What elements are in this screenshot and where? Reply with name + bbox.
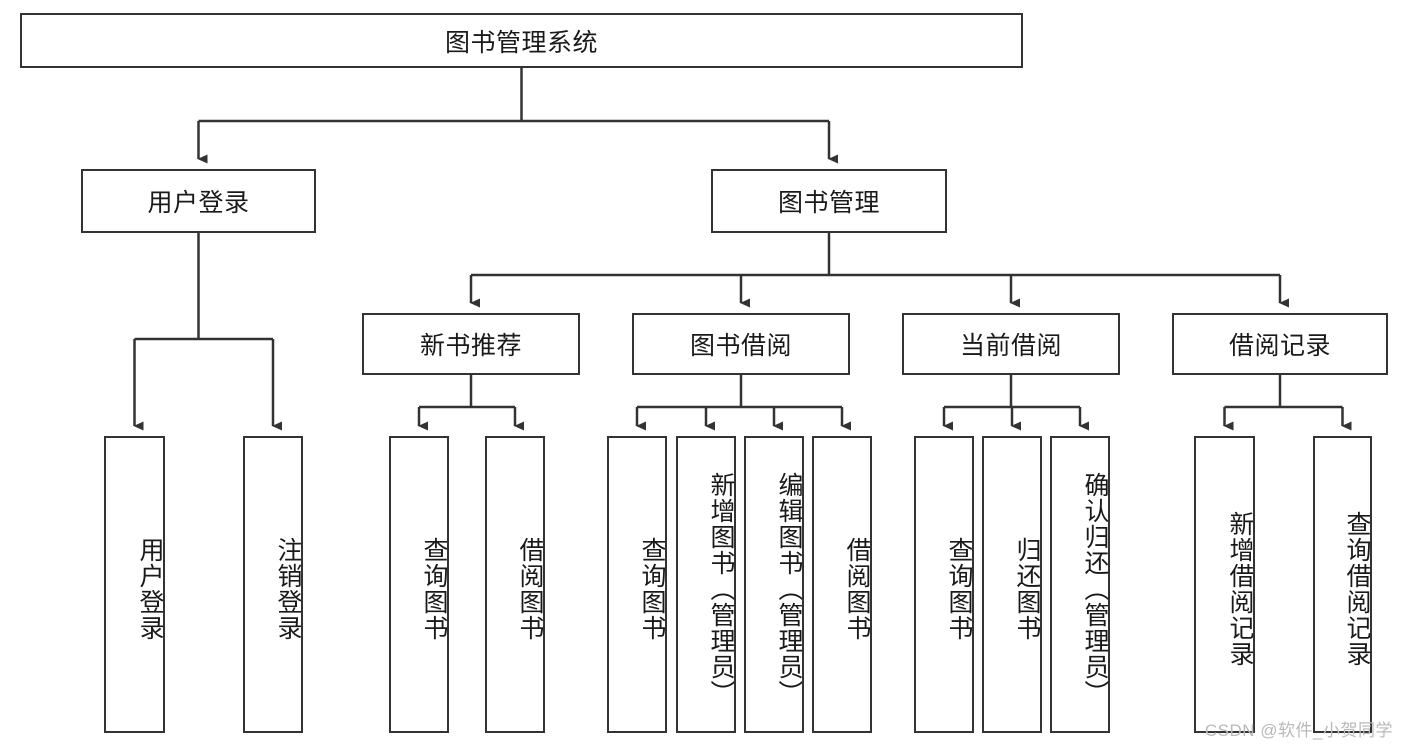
node-label: 新书推荐 <box>419 332 522 360</box>
node-label: 归还图书 <box>1013 536 1041 641</box>
node-leaf-logout-login: 注销登录 <box>243 436 303 733</box>
node-label: 用户登录 <box>147 189 250 217</box>
node-label: 查询借阅记录 <box>1343 510 1371 667</box>
node-borrow-record: 借阅记录 <box>1172 313 1388 375</box>
node-label: 注销登录 <box>274 536 302 641</box>
node-label: 确认归还（管理员） <box>1081 471 1109 706</box>
node-label: 用户登录 <box>136 536 164 641</box>
node-label: 查询图书 <box>945 536 973 641</box>
node-leaf-query-borrow-record: 查询借阅记录 <box>1313 436 1372 733</box>
node-leaf-query-book-cur: 查询图书 <box>914 436 974 733</box>
node-label: 图书管理 <box>777 189 880 217</box>
node-leaf-user-login: 用户登录 <box>104 436 165 733</box>
node-label: 借阅图书 <box>516 536 544 641</box>
node-root: 图书管理系统 <box>20 13 1023 68</box>
node-leaf-query-book-borrow: 查询图书 <box>607 436 667 733</box>
node-leaf-return-book: 归还图书 <box>982 436 1042 733</box>
node-label: 查询图书 <box>638 536 666 641</box>
node-book-borrow: 图书借阅 <box>632 313 850 375</box>
node-current-borrow: 当前借阅 <box>902 313 1120 375</box>
node-book-management: 图书管理 <box>711 169 947 233</box>
node-label: 图书借阅 <box>689 332 792 360</box>
node-user-login: 用户登录 <box>81 169 316 233</box>
node-leaf-query-book-rec: 查询图书 <box>389 436 449 733</box>
node-label: 当前借阅 <box>959 332 1062 360</box>
node-label: 借阅图书 <box>843 536 871 641</box>
node-label: 新增借阅记录 <box>1226 510 1254 667</box>
node-leaf-add-borrow-record: 新增借阅记录 <box>1194 436 1255 733</box>
node-new-book-recommend: 新书推荐 <box>362 313 580 375</box>
node-label: 编辑图书（管理员） <box>775 471 803 706</box>
csdn-watermark: CSDN @软件_小贺同学 <box>1204 721 1393 740</box>
node-label: 借阅记录 <box>1228 332 1331 360</box>
node-leaf-confirm-return-admin: 确认归还（管理员） <box>1050 436 1110 733</box>
node-leaf-borrow-book-rec: 借阅图书 <box>485 436 545 733</box>
node-label: 查询图书 <box>420 536 448 641</box>
node-label: 图书管理系统 <box>444 28 598 57</box>
node-label: 新增图书（管理员） <box>707 471 735 706</box>
node-leaf-borrow-book: 借阅图书 <box>812 436 872 733</box>
node-leaf-add-book-admin: 新增图书（管理员） <box>676 436 736 733</box>
node-leaf-edit-book-admin: 编辑图书（管理员） <box>744 436 804 733</box>
